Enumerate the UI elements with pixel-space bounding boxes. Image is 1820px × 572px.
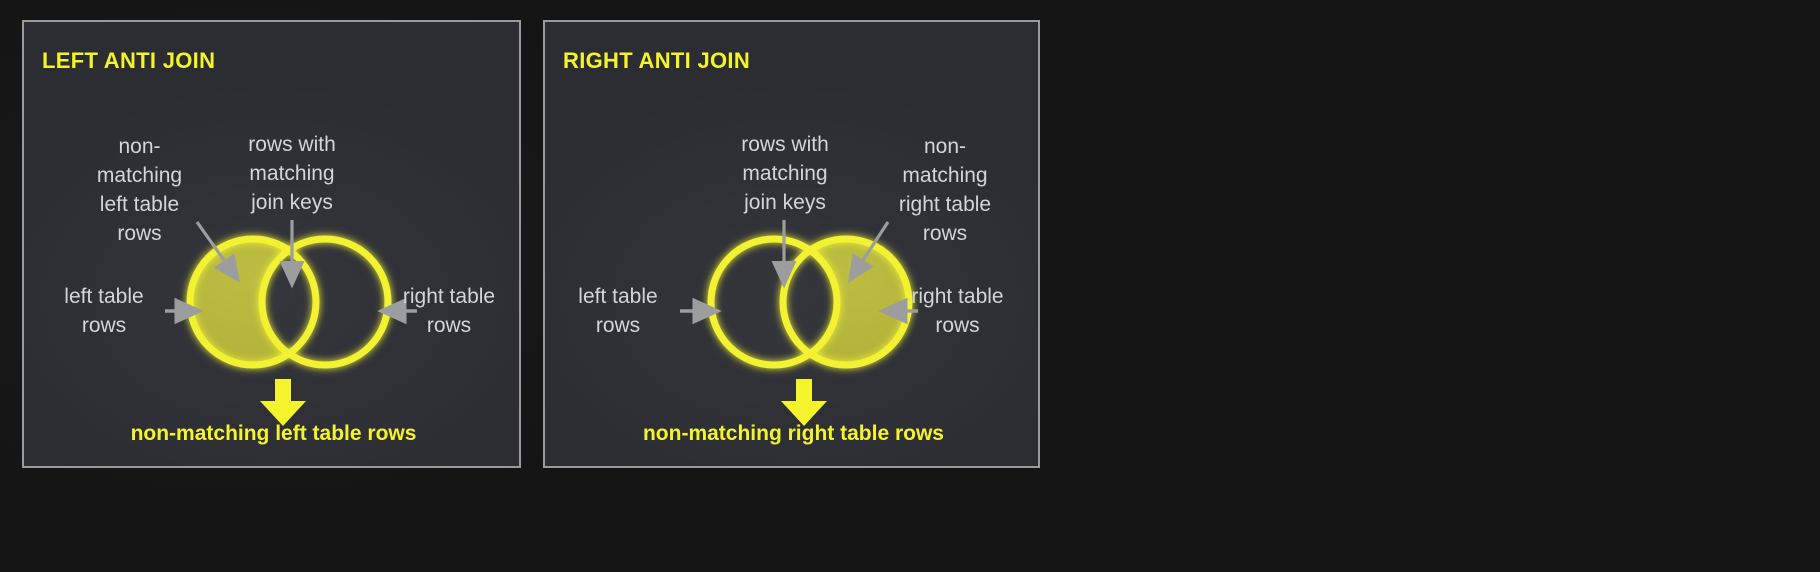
label-nonmatching-left: non- matching left table rows xyxy=(96,135,183,245)
venn-diagram-icon xyxy=(680,207,940,397)
label-left-table-rows-right: left table rows xyxy=(578,285,658,337)
result-caption-right: non-matching right table rows xyxy=(642,422,944,445)
panel-left-anti-join: LEFT ANTI JOIN xyxy=(22,20,521,468)
page-title-right: RIGHT ANTI JOIN xyxy=(563,48,751,73)
label-nonmatching-right: non- matching right table rows xyxy=(898,135,992,245)
label-right-table-rows-left: right table rows xyxy=(402,285,496,337)
result-caption-left: non-matching left table rows xyxy=(130,422,417,445)
label-right-table-rows-right: right table rows xyxy=(911,285,1004,337)
label-matching-join-keys-left: rows with matching join keys xyxy=(248,133,336,214)
venn-diagram-icon xyxy=(159,207,419,397)
panel-right-anti-join: RIGHT ANTI JOIN xyxy=(543,20,1040,468)
label-matching-join-keys-right: rows with matching join keys xyxy=(741,133,829,214)
label-left-table-rows-left: left table rows xyxy=(64,285,144,337)
page-title-left: LEFT ANTI JOIN xyxy=(42,48,216,73)
